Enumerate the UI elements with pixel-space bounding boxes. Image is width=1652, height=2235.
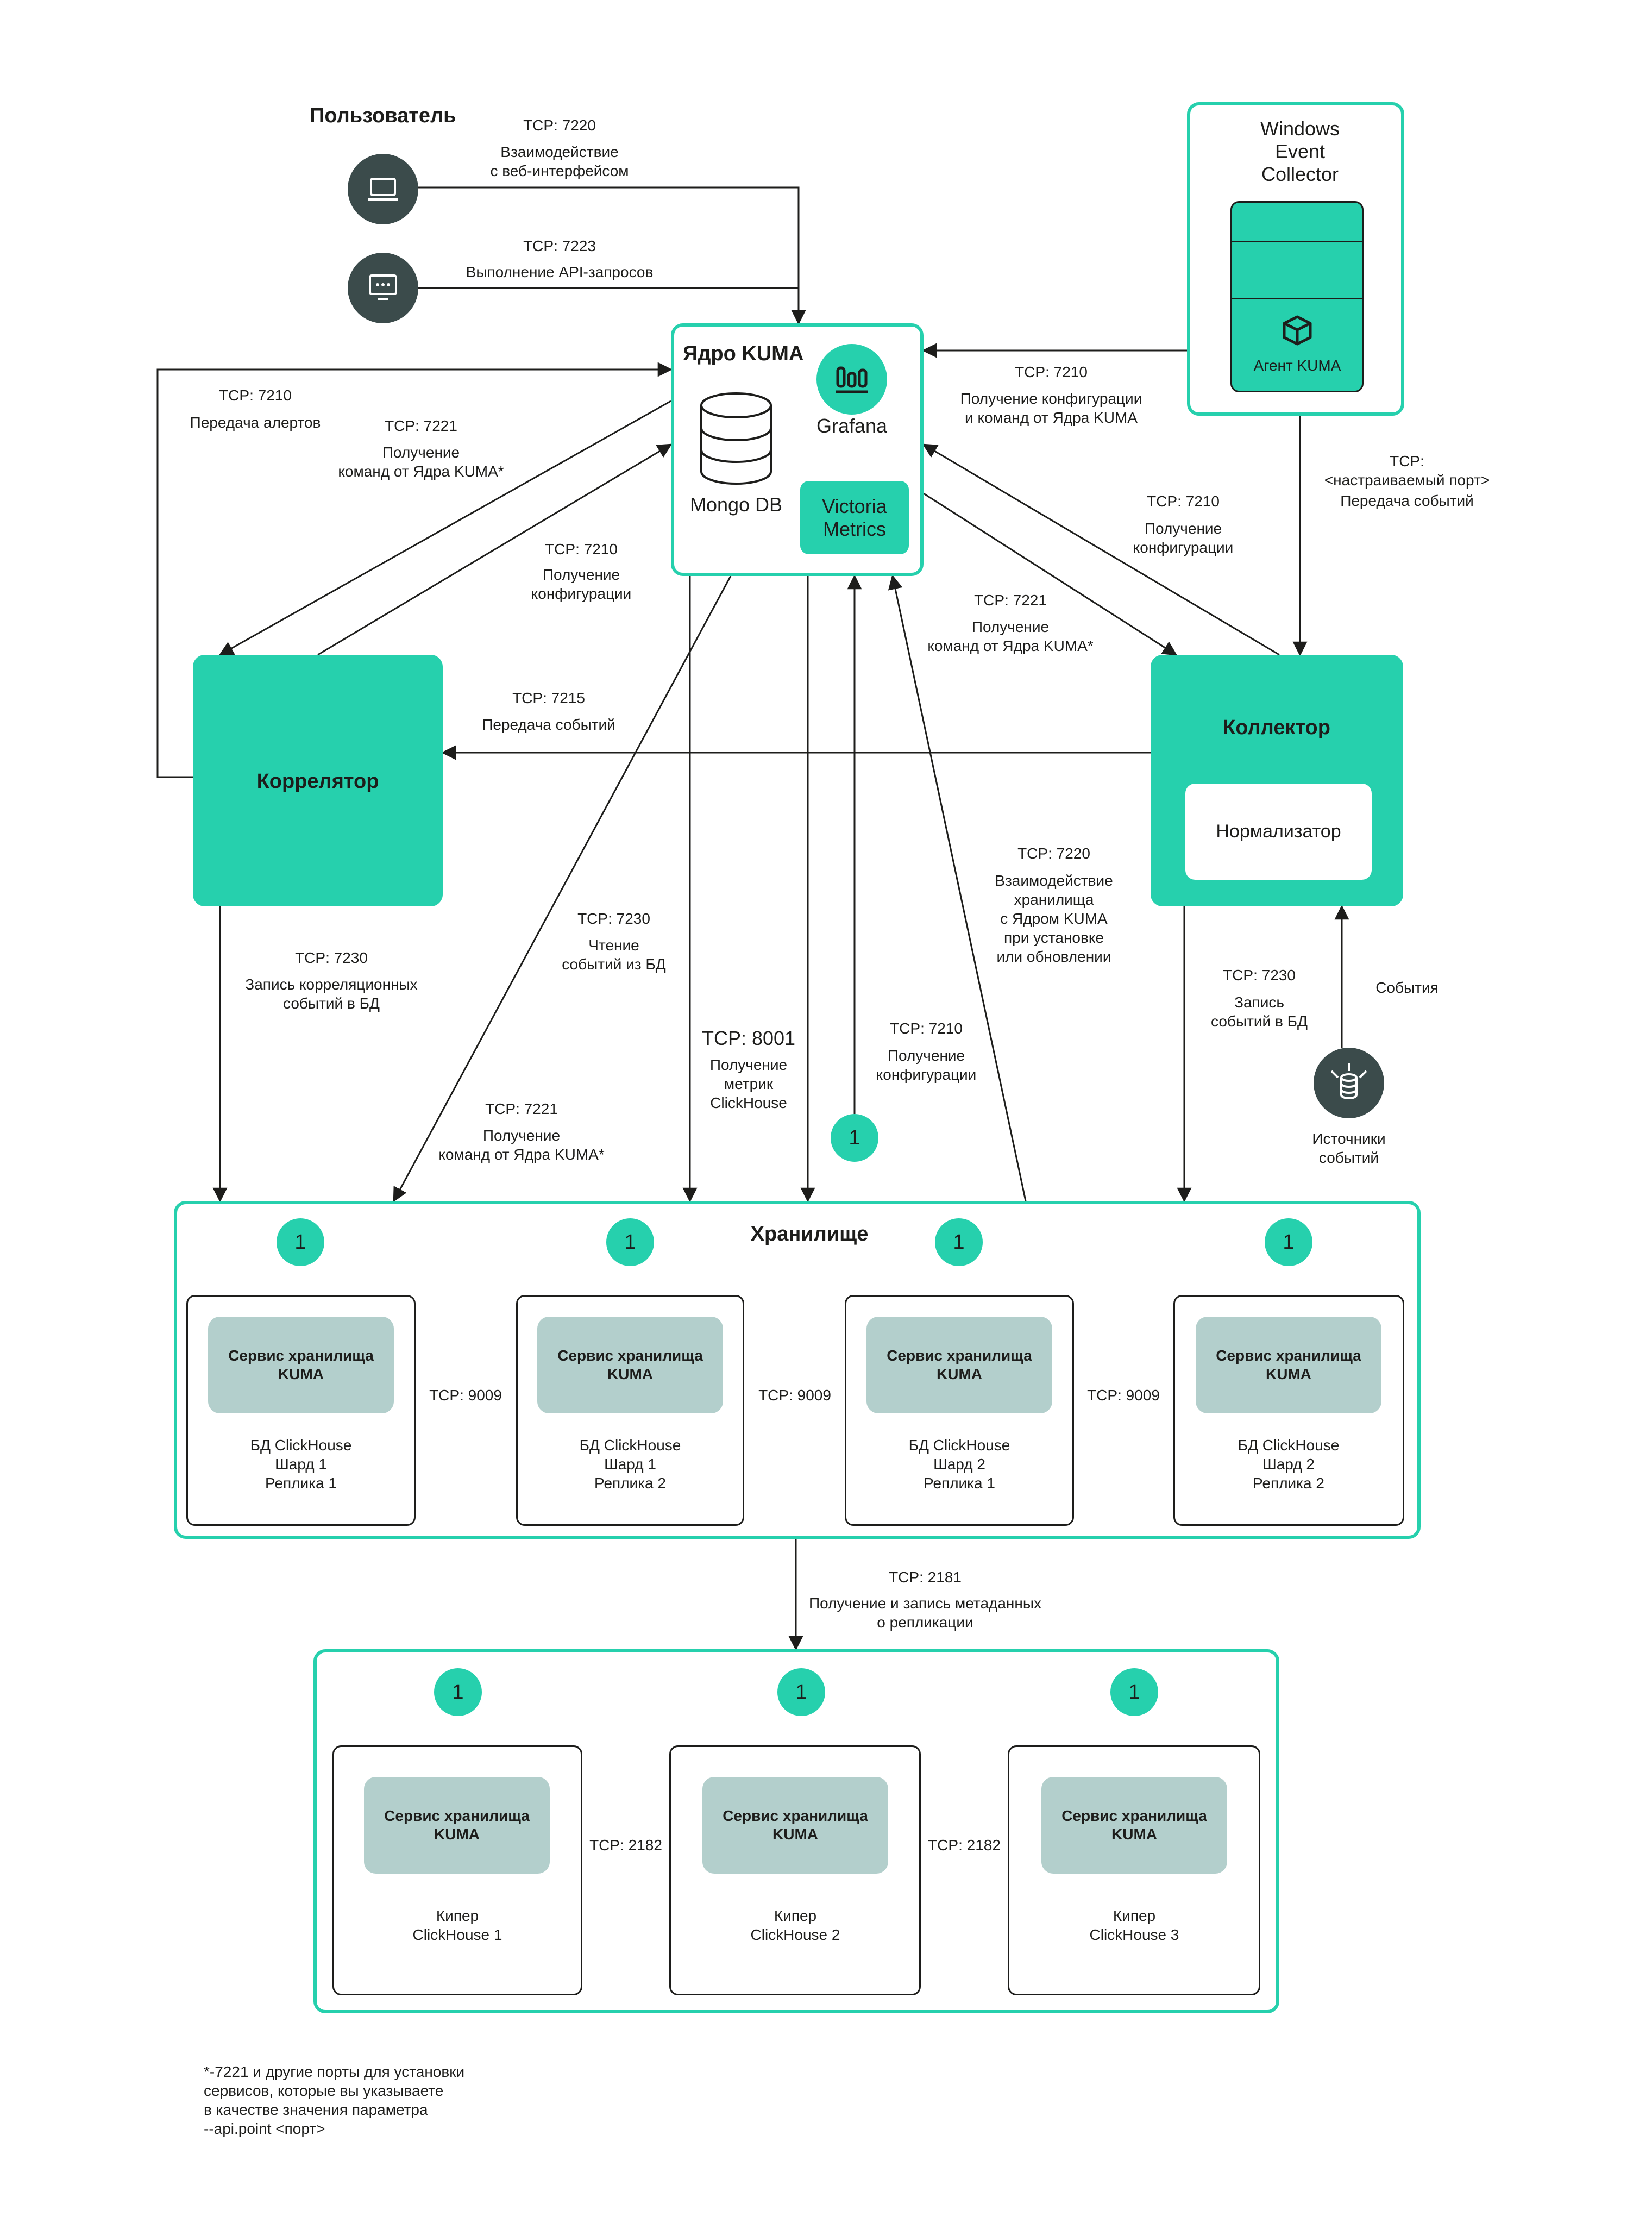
correlator-title: Коррелятор <box>256 770 379 793</box>
keeper-service-2: Сервис хранилища KUMA <box>702 1777 888 1874</box>
config-badge: 1 <box>831 1114 878 1162</box>
coll-write-port: TCP: 7230 <box>1223 967 1296 984</box>
corr-write-port: TCP: 7230 <box>295 949 368 966</box>
link-correlator-core-cfg <box>317 443 673 656</box>
store-cfg-port: TCP: 7210 <box>890 1020 963 1037</box>
storage-service-4: Сервис хранилища KUMA <box>1196 1317 1381 1413</box>
keeper-peer-port-2: TCP: 2182 <box>928 1837 1001 1854</box>
storage-peer-port-1: TCP: 9009 <box>429 1387 502 1404</box>
storage-title: Хранилище <box>750 1223 869 1245</box>
keeper-service-3: Сервис хранилища KUMA <box>1041 1777 1227 1874</box>
user-api-desc: Выполнение API-запросов <box>466 264 654 280</box>
corr-cfg-port: TCP: 7210 <box>545 541 618 558</box>
keeper-peer-port-1: TCP: 2182 <box>589 1837 662 1854</box>
footnote: *-7221 и другие порты для установки серв… <box>204 2063 465 2137</box>
agent-stack <box>1230 201 1364 392</box>
agent-cube-icon <box>1281 314 1314 349</box>
link-user-web <box>418 186 806 325</box>
collector-title: Коллектор <box>1223 716 1330 739</box>
custom-port-desc: Передача событий <box>1340 492 1474 509</box>
link-core-collector-cmd <box>923 492 1178 656</box>
correlator-box <box>193 655 443 906</box>
mongo-label: Mongo DB <box>689 493 783 516</box>
coll-cfg-desc: Получение конфигурации <box>1133 520 1234 556</box>
storage-badge-3: 1 <box>935 1218 983 1266</box>
storage-service-2: Сервис хранилища KUMA <box>537 1317 723 1413</box>
read-events-port: TCP: 7230 <box>577 910 650 927</box>
wec-title: Windows Event Collector <box>1260 117 1340 185</box>
storage-peer-port-2: TCP: 9009 <box>758 1387 831 1404</box>
keeper-badge-3: 1 <box>1110 1668 1158 1716</box>
keeper-service-1: Сервис хранилища KUMA <box>364 1777 550 1874</box>
victoria-label: Victoria Metrics <box>822 495 887 540</box>
link-store-core <box>888 574 1027 1201</box>
agent-cfg-port: TCP: 7210 <box>1015 364 1088 380</box>
store-core-desc: Взаимодействие хранилища с Ядром KUMA пр… <box>995 872 1113 965</box>
store-cmd-desc: Получение команд от Ядра KUMA* <box>438 1127 605 1163</box>
link-core-correlator-cmd <box>218 400 671 656</box>
grafana-icon <box>816 344 887 415</box>
store-cfg-desc: Получение конфигурации <box>876 1047 977 1083</box>
event-tx-port: TCP: 7215 <box>512 690 585 706</box>
store-cmd-port: TCP: 7221 <box>485 1100 558 1117</box>
metrics-port: TCP: 8001 <box>701 1027 796 1049</box>
normalizer-box: Нормализатор <box>1185 784 1372 880</box>
store-core-port: TCP: 7220 <box>1017 845 1090 862</box>
coll-write-desc: Запись событий в БД <box>1211 994 1308 1030</box>
keeper-label-1: Кипер ClickHouse 1 <box>412 1907 502 1943</box>
storage-node-label-1: БД ClickHouse Шард 1 Реплика 1 <box>250 1437 352 1492</box>
coll-cfg-port: TCP: 7210 <box>1147 493 1220 510</box>
corr-cmd-port: TCP: 7221 <box>385 417 457 434</box>
database-icon <box>699 392 773 487</box>
replication-desc: Получение и запись метаданных о репликац… <box>809 1595 1041 1631</box>
events-label: События <box>1375 979 1439 996</box>
corr-cmd-desc: Получение команд от Ядра KUMA* <box>338 444 504 480</box>
storage-service-1: Сервис хранилища KUMA <box>208 1317 394 1413</box>
user-title: Пользователь <box>310 104 456 127</box>
custom-port: TCP: <настраиваемый порт> <box>1324 453 1490 489</box>
link-collector-core-cfg <box>922 443 1280 656</box>
corr-write-desc: Запись корреляционных событий в БД <box>245 976 418 1012</box>
coll-cmd-desc: Получение команд от Ядра KUMA* <box>927 618 1094 654</box>
storage-badge-4: 1 <box>1265 1218 1312 1266</box>
alerts-desc: Передача алертов <box>190 414 321 431</box>
alerts-port: TCP: 7210 <box>219 387 292 404</box>
replication-port: TCP: 2181 <box>889 1569 962 1586</box>
sources-label: Источники событий <box>1312 1130 1386 1166</box>
link-store-cmd <box>393 575 732 1203</box>
storage-badge-2: 1 <box>606 1218 654 1266</box>
user-web-port: TCP: 7220 <box>523 117 596 134</box>
laptop-icon <box>348 154 418 224</box>
keeper-label-3: Кипер ClickHouse 3 <box>1089 1907 1179 1943</box>
corr-cfg-desc: Получение конфигурации <box>531 566 632 602</box>
victoria-metrics-box <box>800 481 909 554</box>
storage-node-label-2: БД ClickHouse Шард 1 Реплика 2 <box>579 1437 681 1492</box>
keeper-label-2: Кипер ClickHouse 2 <box>750 1907 840 1943</box>
api-monitor-icon <box>348 253 418 323</box>
core-title: Ядро KUMA <box>683 342 804 365</box>
agent-label: Агент KUMA <box>1253 357 1341 374</box>
agent-cfg-desc: Получение конфигурации и команд от Ядра … <box>960 390 1142 426</box>
storage-node-label-4: БД ClickHouse Шард 2 Реплика 2 <box>1238 1437 1340 1492</box>
storage-node-label-3: БД ClickHouse Шард 2 Реплика 1 <box>908 1437 1010 1492</box>
event-tx-desc: Передача событий <box>482 716 615 733</box>
link-alerts <box>156 362 673 778</box>
keeper-badge-2: 1 <box>777 1668 825 1716</box>
storage-peer-port-3: TCP: 9009 <box>1087 1387 1160 1404</box>
event-sources-icon <box>1314 1048 1384 1118</box>
user-web-desc: Взаимодействие с веб-интерфейсом <box>490 143 629 179</box>
keeper-badge-1: 1 <box>434 1668 482 1716</box>
coll-cmd-port: TCP: 7221 <box>974 592 1047 609</box>
metrics-desc: Получение метрик ClickHouse <box>709 1056 788 1111</box>
user-api-port: TCP: 7223 <box>523 237 596 254</box>
storage-badge-1: 1 <box>277 1218 324 1266</box>
storage-service-3: Сервис хранилища KUMA <box>866 1317 1052 1413</box>
read-events-desc: Чтение событий из БД <box>562 937 666 973</box>
grafana-label: Grafana <box>816 415 888 437</box>
